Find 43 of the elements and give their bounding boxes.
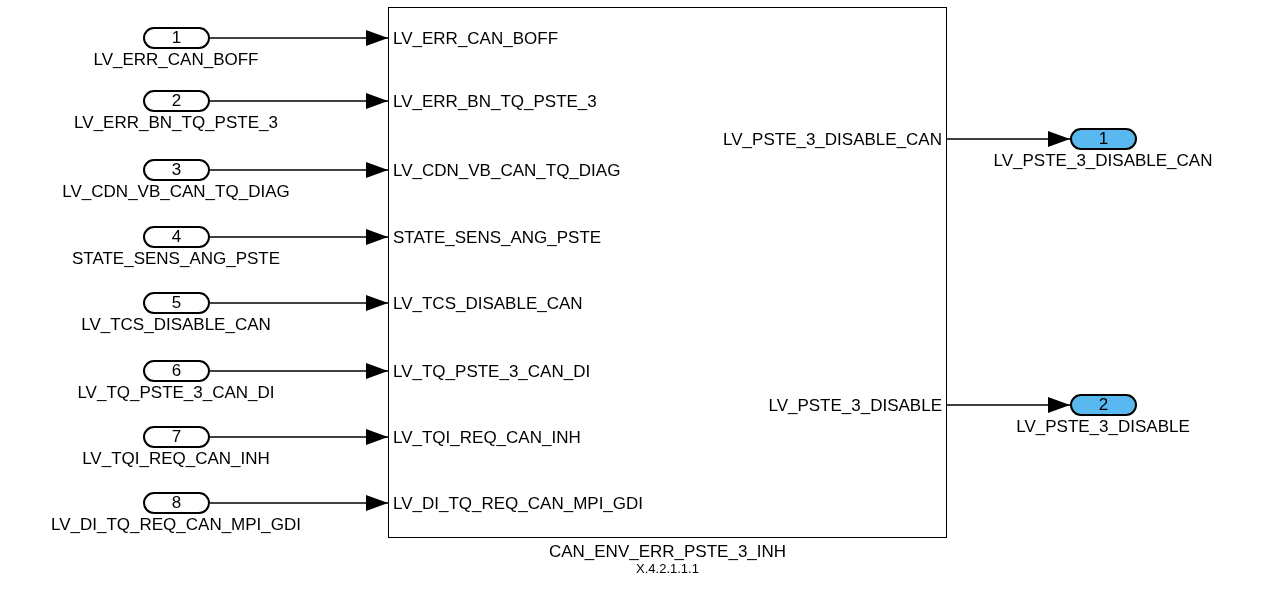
signal-name: LV_TCS_DISABLE_CAN [81, 315, 271, 335]
signal-name: LV_PSTE_3_DISABLE_CAN [993, 151, 1213, 171]
port-label: LV_PSTE_3_DISABLE [768, 396, 942, 416]
signal-line [209, 495, 389, 511]
port-label: LV_ERR_BN_TQ_PSTE_3 [393, 92, 597, 112]
inport-block: 5 [143, 292, 210, 314]
port-label: LV_TQ_PSTE_3_CAN_DI [393, 362, 591, 382]
port-label: LV_DI_TQ_REQ_CAN_MPI_GDI [393, 494, 644, 514]
signal-line [209, 229, 389, 245]
signal-name: LV_PSTE_3_DISABLE [1016, 417, 1190, 437]
signal-line [209, 363, 389, 379]
inport-block: 4 [143, 226, 210, 248]
port-label: LV_CDN_VB_CAN_TQ_DIAG [393, 161, 621, 181]
inport-block: 7 [143, 426, 210, 448]
signal-line [946, 397, 1071, 413]
signal-name: LV_ERR_CAN_BOFF [93, 50, 259, 70]
inport-block: 1 [143, 27, 210, 49]
inport-block: 6 [143, 360, 210, 382]
block-name: CAN_ENV_ERR_PSTE_3_INH [548, 542, 787, 562]
signal-name: LV_TQI_REQ_CAN_INH [82, 449, 270, 469]
signal-name: LV_TQ_PSTE_3_CAN_DI [77, 383, 275, 403]
port-label: LV_TQI_REQ_CAN_INH [393, 428, 581, 448]
signal-name: LV_ERR_BN_TQ_PSTE_3 [74, 113, 278, 133]
signal-line [946, 131, 1071, 147]
port-label: STATE_SENS_ANG_PSTE [393, 228, 602, 248]
signal-line [209, 429, 389, 445]
signal-line [209, 162, 389, 178]
port-label: LV_ERR_CAN_BOFF [393, 29, 558, 49]
signal-line [209, 30, 389, 46]
subsystem-block [388, 7, 947, 538]
port-label: LV_PSTE_3_DISABLE_CAN [723, 130, 942, 150]
inport-block: 3 [143, 159, 210, 181]
inport-block: 8 [143, 492, 210, 514]
outport-block: 1 [1070, 128, 1137, 150]
signal-name: STATE_SENS_ANG_PSTE [71, 249, 281, 269]
block-id: X.4.2.1.1.1 [636, 561, 699, 576]
signal-name: LV_CDN_VB_CAN_TQ_DIAG [62, 182, 290, 202]
inport-block: 2 [143, 90, 210, 112]
signal-name: LV_DI_TQ_REQ_CAN_MPI_GDI [51, 515, 301, 535]
port-label: LV_TCS_DISABLE_CAN [393, 294, 583, 314]
signal-line [209, 93, 389, 109]
signal-line [209, 295, 389, 311]
outport-block: 2 [1070, 394, 1137, 416]
